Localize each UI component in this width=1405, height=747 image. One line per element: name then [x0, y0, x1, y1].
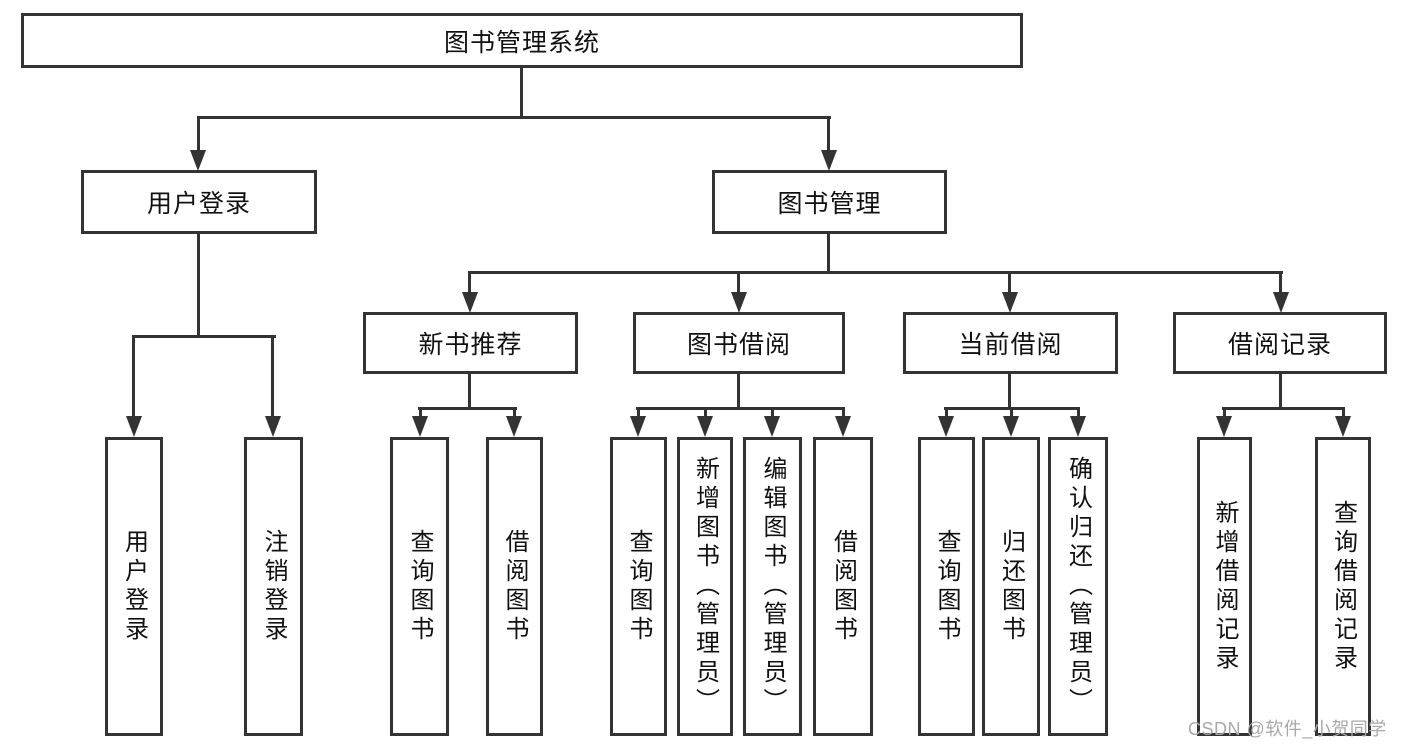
leaf-confirm-return-admin: 确认归还（管理员） — [1048, 437, 1108, 736]
leaf-user-login: 用户登录 — [105, 437, 163, 736]
edge-root-stem-line — [520, 66, 523, 119]
edge-leaf-arrowhead-icon — [697, 416, 713, 437]
node-label: 图书借阅 — [686, 331, 791, 359]
edge-book-borrow-stem-line — [737, 372, 740, 410]
edge-to-leaf-user-login-line — [132, 335, 135, 419]
edge-to-new-book-rec-line — [468, 271, 471, 295]
node-label: 图书管理 — [777, 190, 882, 218]
leaf-borrow-books-recommend: 借阅图书 — [486, 437, 543, 736]
leaf-label: 借阅图书 — [829, 528, 857, 645]
leaf-label: 查询图书 — [933, 528, 960, 645]
edge-leaf-stub-line — [945, 407, 948, 419]
edge-to-current-borrow-arrowhead-icon — [1002, 292, 1018, 313]
edge-to-book-mgmt-arrowhead-icon — [821, 150, 837, 171]
edge-to-borrow-records-line — [1279, 271, 1282, 295]
edge-to-user-login-arrowhead-icon — [190, 150, 206, 171]
node-current-borrowing: 当前借阅 — [903, 312, 1118, 374]
leaf-borrow-books: 借阅图书 — [813, 437, 873, 736]
edge-leaf-arrowhead-icon — [1003, 416, 1019, 437]
edge-leaf-stub-line — [1010, 407, 1013, 419]
leaf-label: 归还图书 — [997, 528, 1025, 645]
edge-to-book-borrow-arrowhead-icon — [731, 292, 747, 313]
node-label: 新书推荐 — [418, 331, 523, 359]
edge-to-leaf-logout-arrowhead-icon — [265, 416, 281, 437]
node-new-book-recommend: 新书推荐 — [363, 312, 578, 374]
edge-leaf-stub-line — [1077, 407, 1080, 419]
edge-leaf-stub-line — [842, 407, 845, 419]
node-label: 用户登录 — [146, 190, 251, 218]
edge-user-login-stem-line — [197, 232, 200, 338]
edge-new-book-rec-branch-line — [418, 407, 517, 410]
edge-leaf-stub-line — [637, 407, 640, 419]
edge-to-leaf-logout-line — [271, 335, 274, 419]
leaf-label: 确认归还（管理员） — [1064, 456, 1092, 717]
edge-to-book-borrow-line — [737, 271, 740, 295]
edge-leaf-arrowhead-icon — [630, 416, 646, 437]
leaf-label: 新增借阅记录 — [1211, 499, 1238, 674]
edge-leaf-arrowhead-icon — [1335, 416, 1351, 437]
edge-borrow-records-branch-line — [1222, 407, 1345, 410]
leaf-return-books: 归还图书 — [982, 437, 1040, 736]
leaf-query-borrow-record: 查询借阅记录 — [1315, 437, 1371, 736]
leaf-label: 注销登录 — [260, 528, 287, 645]
edge-leaf-arrowhead-icon — [1216, 416, 1232, 437]
edge-leaf-stub-line — [704, 407, 707, 419]
edge-new-book-rec-stem-line — [468, 372, 471, 410]
edge-leaf-stub-line — [419, 407, 422, 419]
edge-leaf-arrowhead-icon — [764, 416, 780, 437]
edge-leaf-arrowhead-icon — [835, 416, 851, 437]
node-label: 当前借阅 — [958, 331, 1063, 359]
leaf-label: 新增图书（管理员） — [691, 456, 719, 717]
edge-book-borrow-branch-line — [636, 407, 845, 410]
leaf-label: 编辑图书（管理员） — [759, 456, 786, 717]
edge-borrow-records-stem-line — [1279, 372, 1282, 410]
edge-leaf-stub-line — [513, 407, 516, 419]
leaf-add-borrow-record: 新增借阅记录 — [1197, 437, 1252, 736]
leaf-add-books-admin: 新增图书（管理员） — [677, 437, 733, 736]
edge-leaf-stub-line — [771, 407, 774, 419]
edge-user-login-branch-line — [132, 335, 276, 338]
edge-to-user-login-line — [197, 116, 200, 154]
edge-leaf-arrowhead-icon — [412, 416, 428, 437]
leaf-query-books-borrow: 查询图书 — [610, 437, 667, 736]
edge-leaf-arrowhead-icon — [1070, 416, 1086, 437]
leaf-logout: 注销登录 — [244, 437, 303, 736]
edge-to-current-borrow-line — [1008, 271, 1011, 295]
leaf-label: 查询借阅记录 — [1329, 499, 1357, 674]
csdn-watermark: CSDN @软件_小贺同学 — [1188, 719, 1387, 739]
edge-leaf-stub-line — [1223, 407, 1226, 419]
edge-current-borrow-stem-line — [1008, 372, 1011, 410]
edge-to-leaf-user-login-arrowhead-icon — [126, 416, 142, 437]
node-book-management: 图书管理 — [712, 170, 947, 234]
node-label: 借阅记录 — [1227, 331, 1332, 359]
node-library-management-system: 图书管理系统 — [21, 13, 1023, 68]
leaf-label: 借阅图书 — [501, 528, 528, 645]
edge-to-book-mgmt-line — [827, 116, 830, 154]
node-book-borrowing: 图书借阅 — [633, 312, 845, 374]
leaf-query-books-recommend: 查询图书 — [390, 437, 449, 736]
edge-leaf-arrowhead-icon — [506, 416, 522, 437]
edge-book-mgmt-branch-line — [469, 271, 1283, 274]
leaf-label: 用户登录 — [120, 528, 148, 645]
leaf-query-books-current: 查询图书 — [918, 437, 975, 736]
edge-leaf-arrowhead-icon — [938, 416, 954, 437]
edge-to-new-book-rec-arrowhead-icon — [462, 292, 478, 313]
node-user-login: 用户登录 — [81, 170, 317, 234]
edge-to-borrow-records-arrowhead-icon — [1273, 292, 1289, 313]
leaf-label: 查询图书 — [406, 528, 433, 645]
edge-book-mgmt-stem-line — [827, 232, 830, 274]
leaf-label: 查询图书 — [625, 528, 652, 645]
node-label: 图书管理系统 — [443, 28, 600, 57]
node-borrowing-records: 借阅记录 — [1173, 312, 1387, 374]
edge-leaf-stub-line — [1342, 407, 1345, 419]
edge-root-branch-line — [197, 116, 831, 119]
leaf-edit-books-admin: 编辑图书（管理员） — [743, 437, 802, 736]
